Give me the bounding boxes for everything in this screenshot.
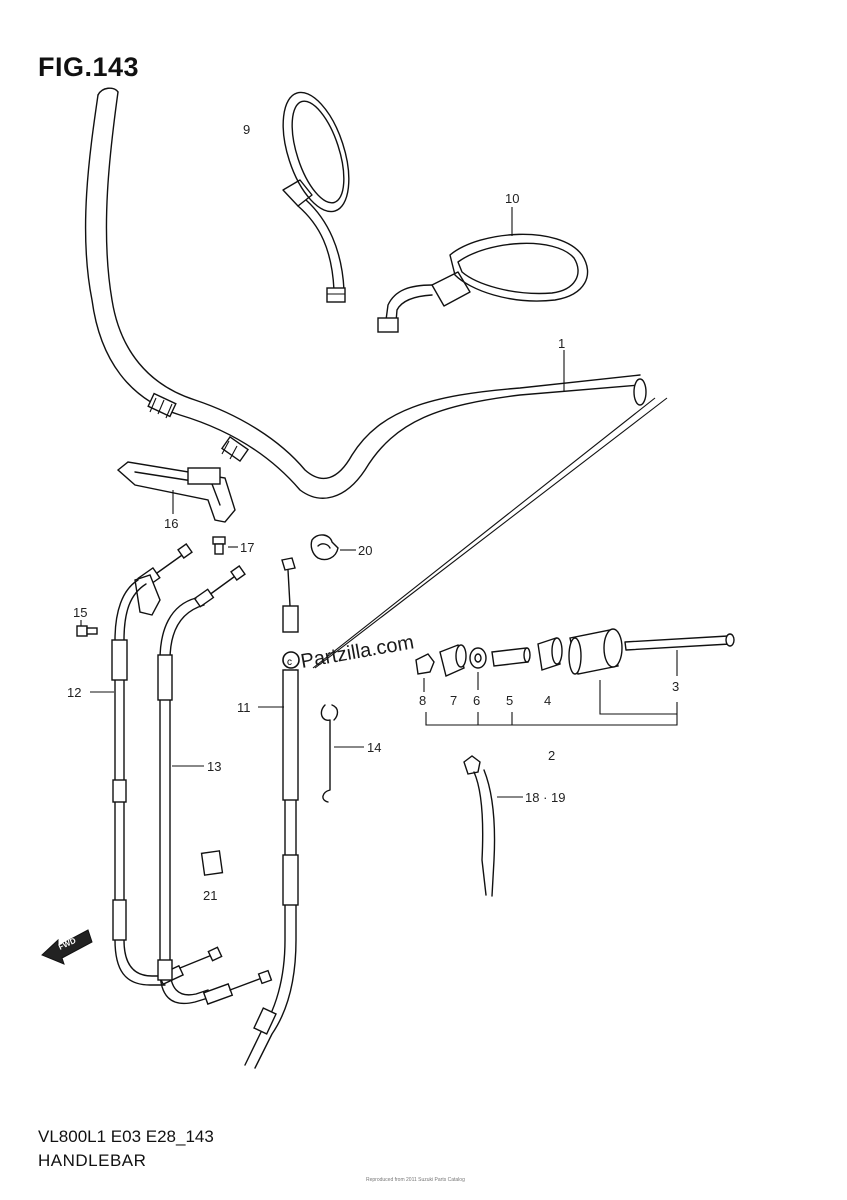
forward-direction-arrow: FWD: [41, 929, 93, 965]
callout-6: 6: [473, 693, 480, 708]
callout-12: 12: [67, 685, 81, 700]
callout-8: 8: [419, 693, 426, 708]
mirror-part-10[interactable]: 10: [377, 191, 589, 333]
screw-part-15[interactable]: 15: [73, 605, 98, 637]
grip-band: [220, 435, 250, 463]
cable-tie-part-18-19[interactable]: 18 · 19: [463, 755, 565, 897]
callout-11: 11: [237, 700, 251, 715]
bolt-part-17[interactable]: 17: [212, 536, 254, 555]
mirror-part-9[interactable]: 9: [243, 84, 362, 303]
label-part-21[interactable]: 21: [200, 850, 224, 903]
nut-part-8[interactable]: 8: [415, 653, 435, 708]
partzilla-watermark: c Partzilla.com: [282, 631, 416, 673]
collar-part-5[interactable]: 5: [491, 647, 531, 708]
callout-7: 7: [450, 693, 457, 708]
clamp-part-20[interactable]: 20: [310, 534, 372, 561]
callout-15: 15: [73, 605, 87, 620]
callout-4: 4: [544, 693, 551, 708]
cable-part-12[interactable]: 12: [67, 543, 223, 986]
callout-20: 20: [358, 543, 372, 558]
callout-18-19: 18 · 19: [525, 790, 565, 805]
bracket-part-16[interactable]: 16: [116, 461, 236, 531]
model-code: VL800L1 E03 E28_143: [38, 1127, 214, 1146]
grip-band: [147, 392, 177, 419]
washer-part-6[interactable]: 6: [469, 647, 487, 708]
callout-13: 13: [207, 759, 221, 774]
spacer-part-7[interactable]: 7: [439, 644, 467, 708]
handlebar-part-1[interactable]: 1: [84, 87, 647, 499]
assembly-bracket-part-2[interactable]: 2: [425, 680, 678, 763]
assembly-leader-lines: [312, 397, 668, 669]
callout-10: 10: [505, 191, 519, 206]
callout-9: 9: [243, 122, 250, 137]
watermark-text: Partzilla.com: [299, 631, 416, 673]
clip-part-14[interactable]: 14: [320, 704, 381, 803]
bushing-part-4[interactable]: 4: [537, 637, 563, 708]
cable-part-13[interactable]: 13: [157, 565, 273, 1005]
callout-3: 3: [672, 679, 679, 694]
cable-part-11[interactable]: 11: [237, 557, 299, 1069]
callout-14: 14: [367, 740, 381, 755]
svg-text:c: c: [287, 657, 292, 668]
balancer-part-3[interactable]: 3: [568, 628, 735, 694]
callout-16: 16: [164, 516, 178, 531]
section-name: HANDLEBAR: [38, 1151, 147, 1170]
callout-5: 5: [506, 693, 513, 708]
callout-2: 2: [548, 748, 555, 763]
callout-1: 1: [558, 336, 565, 351]
callout-17: 17: [240, 540, 254, 555]
figure-title: FIG.143: [38, 52, 140, 82]
callout-21: 21: [203, 888, 217, 903]
copyright-notice: Reproduced from 2011 Suzuki Parts Catalo…: [366, 1177, 465, 1183]
